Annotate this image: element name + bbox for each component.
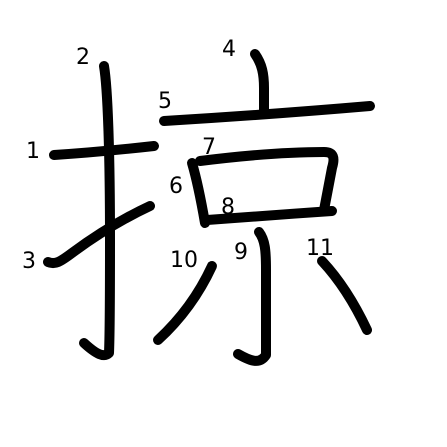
stroke-5 <box>159 101 375 126</box>
stroke-8 <box>202 206 337 225</box>
stroke-number-9: 9 <box>234 240 248 265</box>
stroke-number-11: 11 <box>306 236 334 261</box>
stroke-4 <box>250 49 269 119</box>
stroke-6 <box>187 158 210 228</box>
stroke-number-6: 6 <box>169 174 183 199</box>
stroke-10 <box>153 261 217 345</box>
stroke-number-10: 10 <box>170 248 198 273</box>
stroke-1 <box>49 141 159 160</box>
stroke-number-1: 1 <box>26 139 40 164</box>
stroke-number-3: 3 <box>22 249 36 274</box>
stroke-11 <box>317 256 372 335</box>
stroke-number-5: 5 <box>158 89 172 114</box>
stroke-number-2: 2 <box>76 45 90 70</box>
stroke-number-8: 8 <box>221 195 235 220</box>
stroke-3 <box>43 201 155 269</box>
stroke-2 <box>79 61 115 361</box>
stroke-7 <box>195 147 339 215</box>
stroke-number-7: 7 <box>202 135 216 160</box>
stroke-9 <box>233 227 271 366</box>
stroke-number-4: 4 <box>222 37 236 62</box>
